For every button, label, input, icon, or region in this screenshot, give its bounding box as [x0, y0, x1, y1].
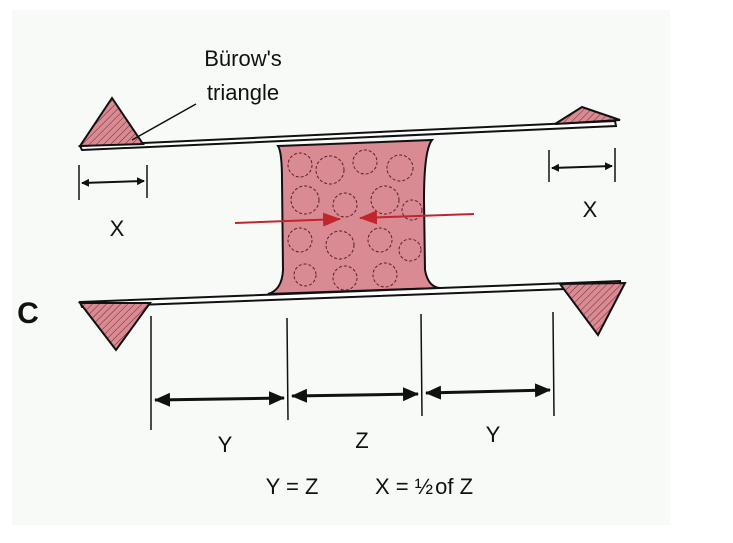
burow-triangle-bottom-left [77, 302, 152, 352]
burow-triangle-top-right [554, 105, 621, 125]
z-label: Z [355, 428, 368, 453]
y-left-label: Y [218, 432, 233, 457]
dimension-tick [420, 313, 423, 417]
tissue-texture [287, 149, 423, 291]
upper-wound-edge [78, 119, 618, 152]
dimension-tick [286, 317, 289, 421]
y-right-arrow [425, 383, 551, 400]
burow-triangle-top-left [78, 96, 145, 148]
equation-y-equals-z: Y = Z [266, 474, 319, 499]
z-arrow [291, 387, 419, 403]
equation-x-equals-half-z: X = ½of Z [375, 474, 473, 499]
panel-label: C [17, 297, 39, 330]
x-left-label: X [110, 216, 125, 241]
equation-suffix: of Z [435, 474, 473, 499]
equation-fraction: ½ [415, 474, 433, 499]
equation-prefix: X = [375, 474, 415, 499]
callout-label-line2: triangle [207, 80, 279, 105]
callout-leader-line [131, 103, 197, 141]
y-left-arrow [154, 391, 285, 407]
burow-triangle-bottom-right [558, 281, 627, 337]
closure-arrow-left [359, 210, 475, 225]
y-right-label: Y [486, 422, 501, 447]
x-right-arrow [551, 162, 613, 172]
x-right-label: X [583, 197, 598, 222]
callout-label-line1: Bürow's [204, 46, 282, 71]
x-left-arrow [81, 177, 145, 187]
dimension-tick [552, 311, 555, 417]
closure-arrow-right [234, 212, 341, 227]
